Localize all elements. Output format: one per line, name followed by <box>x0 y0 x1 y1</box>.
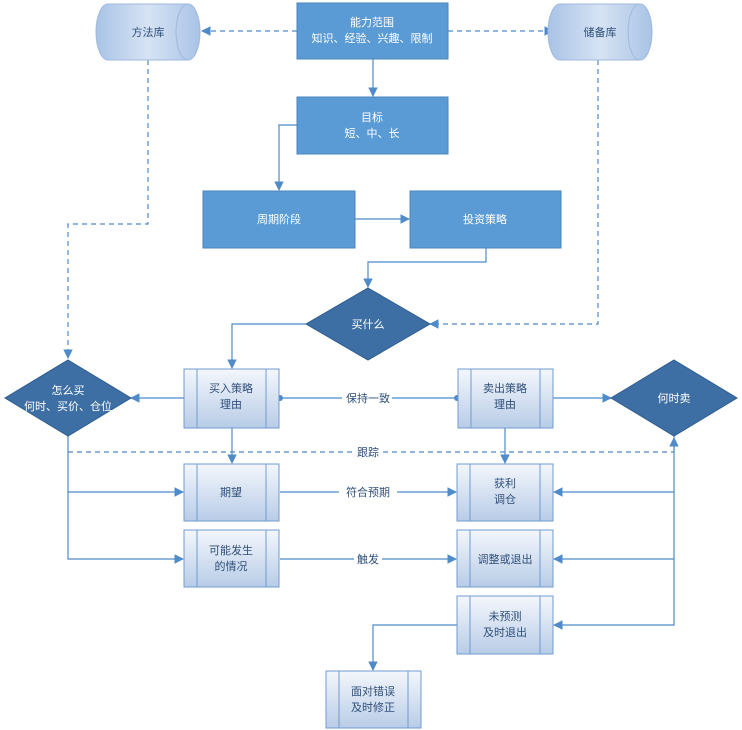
edge-whatbuy-to-buyreason <box>227 323 306 369</box>
edge-labels: 保持一致 跟踪 符合预期 触发 <box>339 390 397 567</box>
edge-method-to-howbuy <box>63 60 149 359</box>
node-profit-line2: 调仓 <box>494 492 516 506</box>
node-possible-line1: 可能发生 <box>209 543 253 557</box>
node-possible: 可能发生 的情况 <box>183 529 280 588</box>
node-how-buy-line1: 怎么买 <box>52 383 85 397</box>
node-strategy-text: 投资策略 <box>463 212 507 226</box>
node-when-sell-text: 何时卖 <box>658 392 691 405</box>
node-how-buy: 怎么买 何时、买价、仓位 <box>4 359 132 437</box>
node-buy-reason-line1: 买入策略 <box>209 381 253 395</box>
node-adjust-exit-text: 调整或退出 <box>478 552 533 566</box>
edge-strategy-to-whatbuy <box>363 248 487 288</box>
node-buy-reason: 买入策略 理由 <box>183 368 280 429</box>
node-goal: 目标 短、中、长 <box>296 96 449 155</box>
node-cycle: 周期阶段 <box>202 190 356 249</box>
node-fix-error: 面对错误 及时修正 <box>325 670 422 729</box>
node-method-lib-text: 方法库 <box>132 25 165 39</box>
node-profit: 获利 调仓 <box>456 463 554 522</box>
label-track: 跟踪 <box>357 445 379 459</box>
node-method-lib: 方法库 <box>95 3 201 61</box>
node-unexpected: 未预测 及时退出 <box>456 595 554 655</box>
edge-whensell-to-profit <box>553 436 675 497</box>
node-when-sell: 何时卖 <box>610 359 738 437</box>
edge-goal-to-cycle <box>274 124 297 191</box>
node-storage-lib: 储备库 <box>547 3 653 61</box>
node-cycle-text: 周期阶段 <box>257 212 301 226</box>
node-expect: 期望 <box>183 463 280 522</box>
label-meets-expectation: 符合预期 <box>346 485 390 499</box>
node-strategy: 投资策略 <box>409 190 562 249</box>
node-sell-reason-line2: 理由 <box>494 397 516 411</box>
edges <box>63 26 679 671</box>
node-buy-reason-line2: 理由 <box>220 397 242 411</box>
node-ability: 能力范围 知识、经验、兴趣、限制 <box>296 2 449 60</box>
node-how-buy-line2: 何时、买价、仓位 <box>24 399 112 413</box>
node-storage-lib-text: 储备库 <box>584 25 617 39</box>
node-ability-line1: 能力范围 <box>350 15 394 29</box>
node-sell-reason-line1: 卖出策略 <box>483 381 527 395</box>
node-expect-text: 期望 <box>220 486 242 499</box>
node-what-buy-text: 买什么 <box>352 318 385 331</box>
node-unexpected-line1: 未预测 <box>489 610 522 623</box>
node-goal-line1: 目标 <box>361 110 383 124</box>
node-ability-line2: 知识、经验、兴趣、限制 <box>312 31 433 45</box>
node-sell-reason: 卖出策略 理由 <box>457 368 554 429</box>
edge-howbuy-to-expect <box>67 436 184 497</box>
node-possible-line2: 的情况 <box>215 559 248 573</box>
label-trigger: 触发 <box>357 552 379 566</box>
edge-whensell-to-adjust <box>553 492 675 564</box>
node-unexpected-line2: 及时退出 <box>483 625 527 639</box>
edge-whensell-to-unexpected <box>553 559 675 630</box>
edge-storage-to-whatbuy <box>429 60 599 329</box>
node-goal-line2: 短、中、长 <box>345 126 400 140</box>
node-profit-line1: 获利 <box>494 477 516 490</box>
node-adjust-exit: 调整或退出 <box>456 529 554 588</box>
label-consistent: 保持一致 <box>346 391 390 405</box>
node-fix-error-line2: 及时修正 <box>351 700 395 714</box>
node-fix-error-line1: 面对错误 <box>351 684 395 698</box>
edge-unexpected-to-fixerror <box>368 624 457 671</box>
edge-howbuy-to-possible <box>67 492 184 564</box>
node-what-buy: 买什么 <box>305 287 431 361</box>
